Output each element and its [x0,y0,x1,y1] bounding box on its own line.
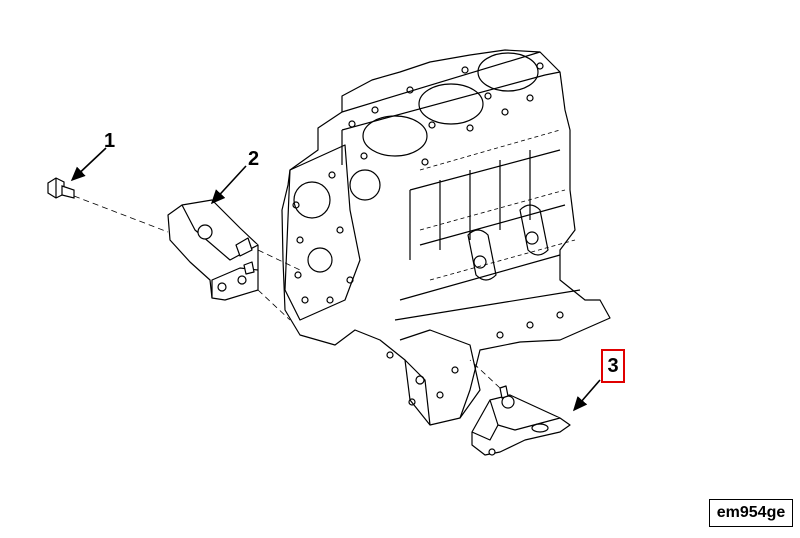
crank-journals [467,204,549,281]
part-2-bracket [167,199,259,301]
hidden-lines [419,129,576,281]
engine-block-outline [281,49,611,426]
callout-3-highlighted: 3 [601,349,625,383]
callout-1: 1 [104,130,116,152]
leader-arrow-1 [70,147,107,182]
figure-code-label: em954ge [709,499,793,527]
lower-block [399,329,481,426]
front-plate [284,144,361,321]
callout-3-label: 3 [607,355,619,377]
cylinder-bore [477,52,539,92]
leader-arrow-3 [572,379,601,412]
part-1-bolt [47,177,75,199]
front-plate-opening [293,181,331,219]
leader-arrow-2 [210,165,247,205]
front-plate-opening [307,247,333,273]
lower-holes [386,311,564,406]
front-plate-holes [292,171,354,304]
cylinder-bore [362,115,428,157]
callout-2: 2 [248,148,260,170]
engine-deck [341,51,561,165]
alignment-lines [73,195,501,389]
deck-bolt-holes [348,62,544,166]
cylinder-bore [418,83,484,125]
part-3-bracket [471,385,571,456]
leader-arrows [70,147,601,412]
front-plate-opening [349,169,381,201]
